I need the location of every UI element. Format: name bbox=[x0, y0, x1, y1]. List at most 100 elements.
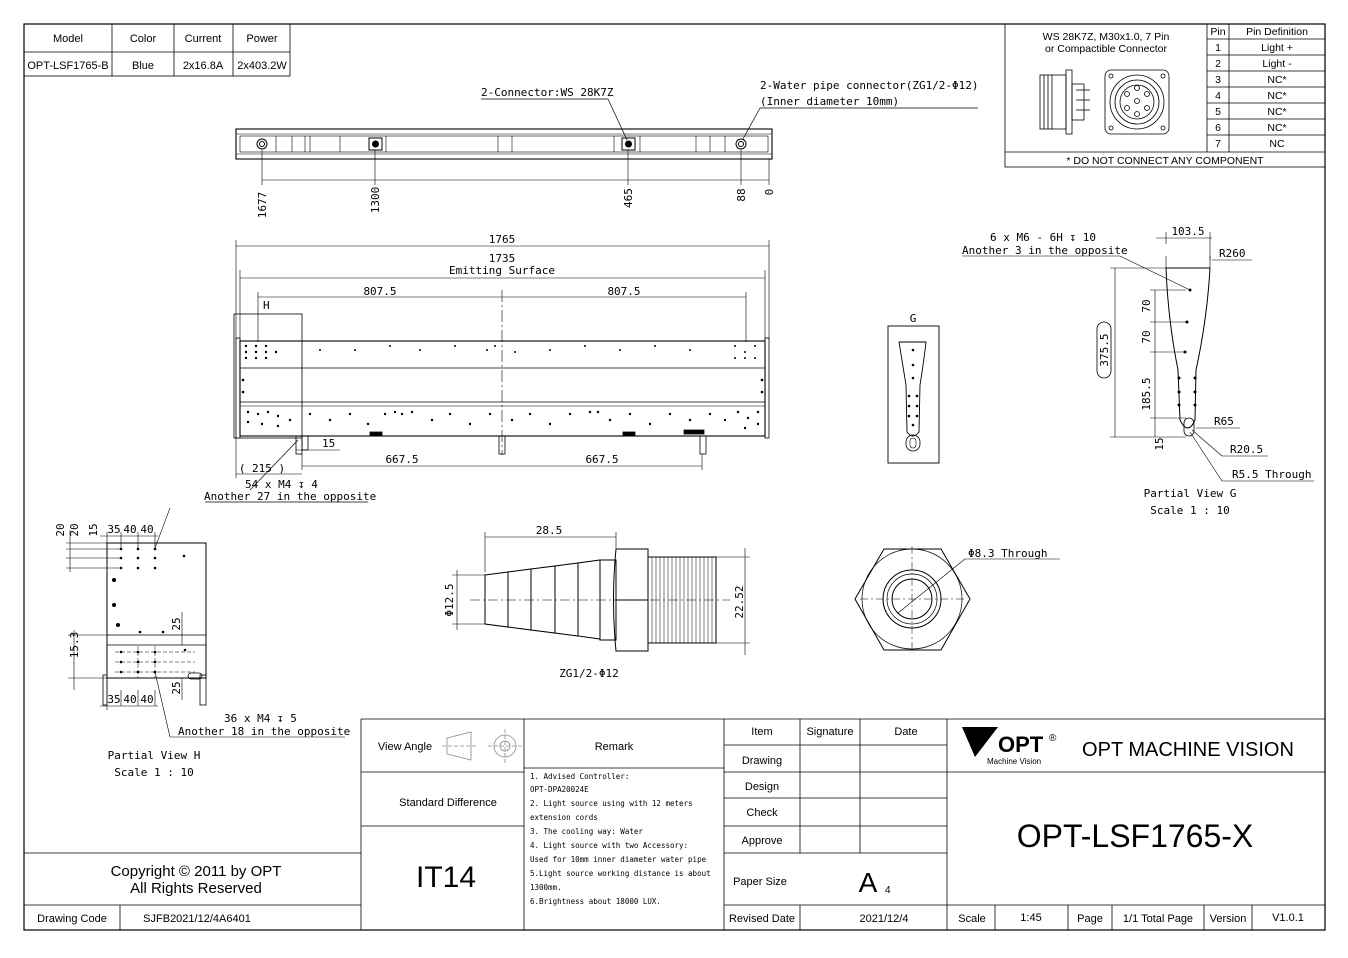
h-bottom-dim-40b: 40 bbox=[140, 693, 153, 706]
remark-line-8: 5.Light source working distance is about bbox=[530, 869, 711, 878]
logo-triangle-icon bbox=[962, 727, 998, 757]
dim-70-b: 70 bbox=[1140, 330, 1153, 343]
pin-def-header: Pin Definition bbox=[1246, 26, 1308, 38]
connector-box: WS 28K7Z, M30x1.0, 7 Pin or Compactible … bbox=[1004, 23, 1326, 168]
version-label: Version bbox=[1210, 913, 1247, 925]
spec-value-power: 2x403.2W bbox=[237, 60, 287, 72]
spec-header-color: Color bbox=[130, 33, 157, 45]
pin-2: 2 bbox=[1215, 58, 1221, 70]
remark-line-5: 3. The cooling way: Water bbox=[530, 827, 643, 836]
detail-h-label: H bbox=[263, 299, 270, 312]
h-top-dim-35: 35 bbox=[107, 523, 120, 536]
h-holes-note-2: Another 18 in the opposite bbox=[178, 725, 350, 738]
front-view-holes bbox=[241, 344, 764, 430]
connector-side-icon bbox=[1039, 69, 1090, 135]
pin-table-rows bbox=[1207, 38, 1325, 136]
paper-size-label: Paper Size bbox=[733, 876, 787, 888]
spec-table: Model Color Current Power OPT-LSF1765-B … bbox=[23, 23, 291, 77]
dim-emitting-1735: 1735 bbox=[489, 252, 516, 265]
logo-text: OPT bbox=[998, 732, 1044, 757]
holes-note-1: 54 x M4 ↧ 4 bbox=[245, 478, 318, 491]
tolerance-value: IT14 bbox=[416, 861, 476, 894]
pin-1: 1 bbox=[1215, 42, 1221, 54]
label-emitting-surface: Emitting Surface bbox=[449, 264, 555, 277]
dim-r20-5: R20.5 bbox=[1230, 443, 1263, 456]
h-top-dim-40a: 40 bbox=[123, 523, 136, 536]
remark-lines: 1. Advised Controller: OPT-DPA20024E 2. … bbox=[530, 772, 711, 906]
spec-value-model: OPT-LSF1765-B bbox=[27, 60, 108, 72]
item-header: Item bbox=[751, 726, 772, 738]
front-view: 1765 1735 Emitting Surface 807.5 807.5 bbox=[204, 233, 770, 503]
h-dim-25-a: 25 bbox=[170, 617, 183, 630]
h-dim-25-b: 25 bbox=[170, 681, 183, 694]
spec-header-model: Model bbox=[53, 33, 83, 45]
drawing-code-value: SJFB2021/12/4A6401 bbox=[143, 913, 251, 925]
pin-3-def: NC* bbox=[1267, 74, 1286, 86]
drawing-border bbox=[23, 23, 1326, 931]
connector-note: * DO NOT CONNECT ANY COMPONENT bbox=[1066, 155, 1264, 167]
callout-water-2: (Inner diameter 10mm) bbox=[760, 95, 899, 108]
pin-6-def: NC* bbox=[1267, 122, 1286, 134]
spec-header-power: Power bbox=[246, 33, 278, 45]
page-value: 1/1 Total Page bbox=[1123, 913, 1193, 925]
spec-header-current: Current bbox=[185, 33, 222, 45]
drawing-row: Drawing bbox=[742, 755, 782, 767]
spec-value-current: 2x16.8A bbox=[183, 60, 224, 72]
dim-103-5: 103.5 bbox=[1171, 225, 1204, 238]
copyright-line-1: Copyright © 2011 by OPT bbox=[111, 863, 282, 880]
dim-half-right: 807.5 bbox=[607, 285, 640, 298]
pin-7-def: NC bbox=[1269, 138, 1285, 150]
date-header: Date bbox=[894, 726, 917, 738]
revised-date-value: 2021/12/4 bbox=[860, 913, 909, 925]
dim-phi-12-5: Φ12.5 bbox=[443, 583, 456, 616]
projection-symbol-icon bbox=[442, 729, 522, 763]
model-title: OPT-LSF1765-X bbox=[1017, 818, 1254, 854]
pin-4: 4 bbox=[1215, 90, 1221, 102]
paper-size-n: 4 bbox=[885, 885, 891, 896]
partial-g-scale: Scale 1 : 10 bbox=[1150, 504, 1229, 517]
opt-logo: OPT ® Machine Vision bbox=[962, 727, 1057, 766]
h-left-dim-20b: 20 bbox=[68, 523, 81, 536]
connector-title-2: or Compactible Connector bbox=[1045, 43, 1167, 55]
company-name: OPT MACHINE VISION bbox=[1082, 739, 1294, 761]
dim-top-465: 465 bbox=[622, 188, 635, 208]
approval-table: Item Signature Date Drawing Design Check… bbox=[729, 726, 918, 925]
remark-line-10: 6.Brightness about 18000 LUX. bbox=[530, 897, 661, 906]
standard-difference-label: Standard Difference bbox=[399, 797, 497, 809]
view-g-box: G bbox=[887, 312, 940, 464]
partial-g-title: Partial View G bbox=[1144, 487, 1237, 500]
dim-overall-1765: 1765 bbox=[489, 233, 516, 246]
dim-215: ( 215 ) bbox=[239, 462, 285, 475]
remark-line-3: 2. Light source using with 12 meters bbox=[530, 799, 693, 808]
dim-pitch-right: 667.5 bbox=[585, 453, 618, 466]
dim-r5-5: R5.5 Through bbox=[1232, 468, 1311, 481]
h-dim-15-3: 15.3 bbox=[68, 632, 81, 659]
h-holes-note-1: 36 x M4 ↧ 5 bbox=[224, 712, 297, 725]
h-left-dim-20a: 20 bbox=[54, 523, 67, 536]
pin-6: 6 bbox=[1215, 122, 1221, 134]
remark-line-7: Used for 10mm inner diameter water pipe bbox=[530, 855, 707, 864]
scale-value: 1:45 bbox=[1020, 912, 1041, 924]
connector-face-icon bbox=[1104, 69, 1170, 135]
signature-header: Signature bbox=[806, 726, 853, 738]
partial-view-g: 103.5 R260 375.5 70 70 185.5 15 6 bbox=[962, 225, 1314, 517]
pin-header: Pin bbox=[1210, 26, 1225, 38]
h-top-dim-40b: 40 bbox=[140, 523, 153, 536]
h-left-dim-15: 15 bbox=[87, 523, 100, 536]
remark-line-2: OPT-DPA20024E bbox=[530, 785, 589, 794]
g-holes-note-1: 6 x M6 - 6H ↧ 10 bbox=[990, 231, 1096, 244]
drawing-code-label: Drawing Code bbox=[37, 913, 107, 925]
footer-row: Scale 1:45 Page 1/1 Total Page Version V… bbox=[958, 912, 1304, 925]
hex-end-view bbox=[854, 546, 1060, 652]
remark-line-1: 1. Advised Controller: bbox=[530, 772, 629, 781]
pin-4-def: NC* bbox=[1267, 90, 1286, 102]
dim-top-88: 88 bbox=[735, 188, 748, 201]
version-value: V1.0.1 bbox=[1272, 912, 1304, 924]
h-bottom-dim-35: 35 bbox=[107, 693, 120, 706]
logo-registered: ® bbox=[1049, 733, 1057, 744]
fitting-label: ZG1/2-Φ12 bbox=[559, 667, 619, 680]
dim-top-1677: 1677 bbox=[256, 192, 269, 219]
top-view-connector-mid2 bbox=[621, 137, 636, 151]
callout-connector: 2-Connector:WS 28K7Z bbox=[481, 86, 614, 99]
